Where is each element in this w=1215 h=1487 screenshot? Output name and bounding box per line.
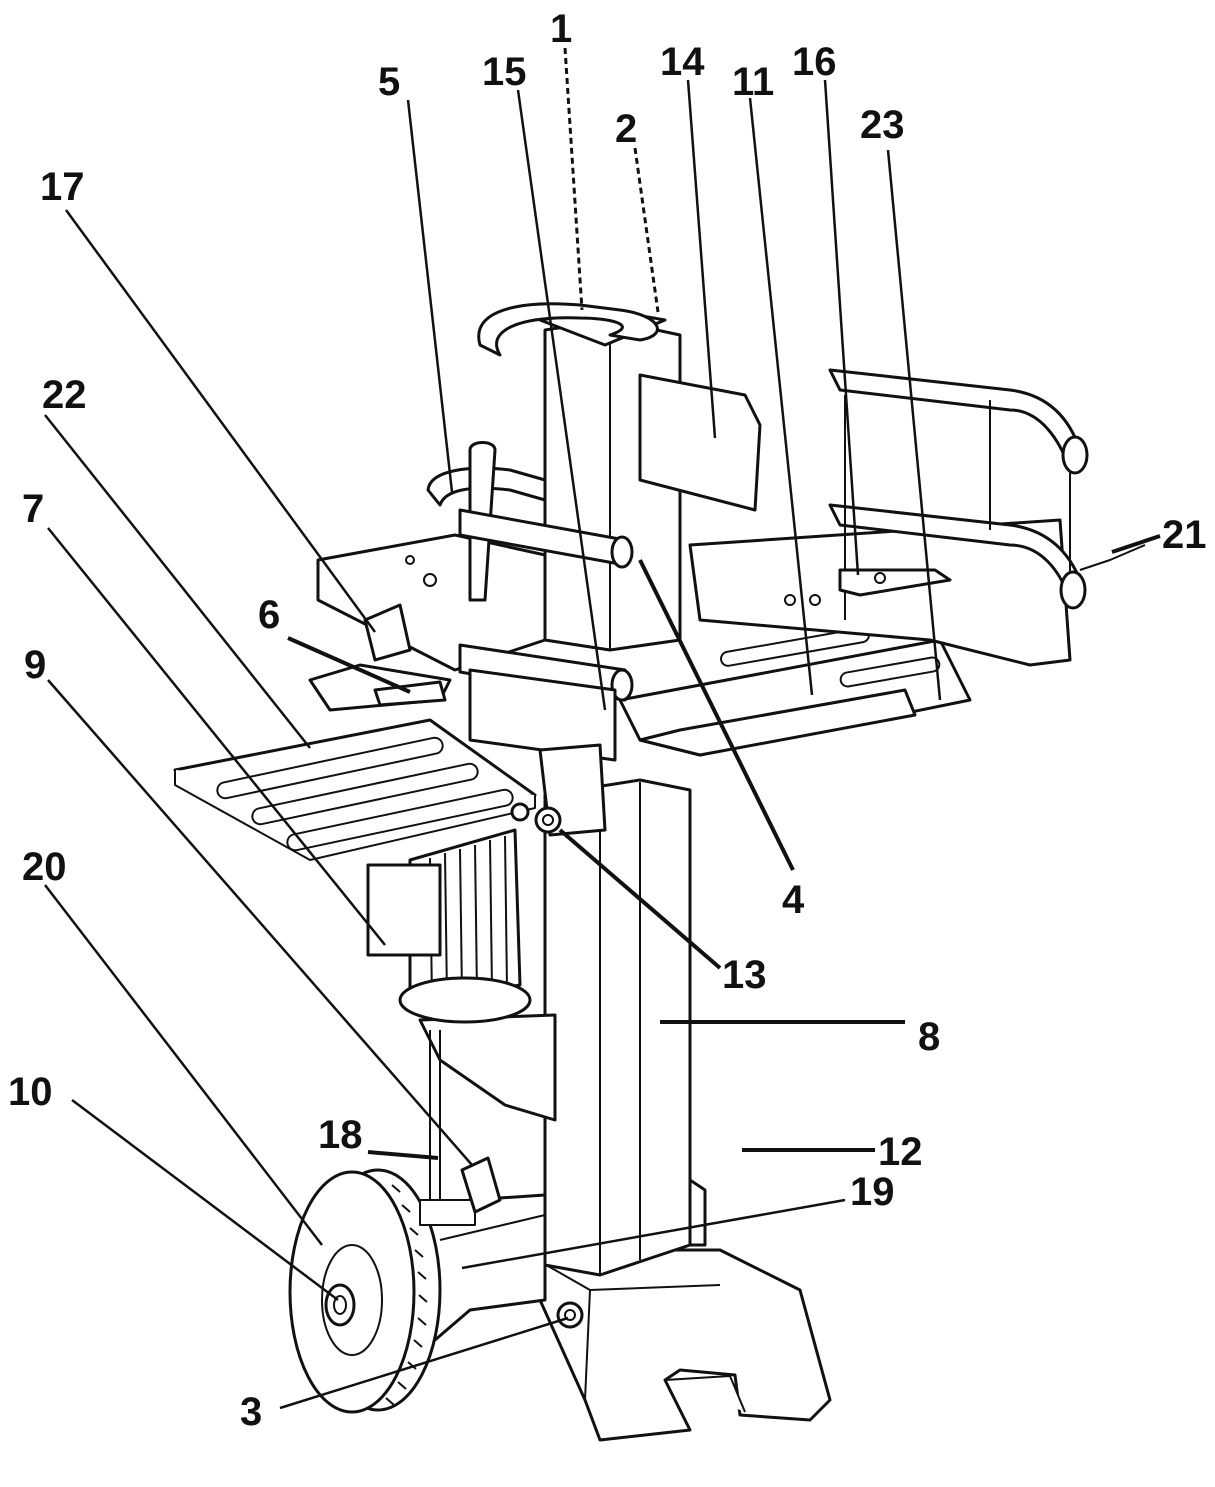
control-valve bbox=[363, 603, 412, 662]
callout-17: 17 bbox=[40, 165, 85, 209]
callout-19: 19 bbox=[850, 1170, 895, 1214]
right-frame bbox=[688, 368, 1146, 667]
oil-tank-bracket bbox=[418, 1013, 557, 1122]
callout-1: 1 bbox=[550, 7, 572, 51]
callout-15: 15 bbox=[482, 50, 527, 94]
callout-18: 18 bbox=[318, 1113, 363, 1157]
electric-motor bbox=[366, 828, 532, 1024]
callout-5: 5 bbox=[378, 60, 400, 104]
callout-8: 8 bbox=[918, 1015, 940, 1059]
splitting-wedge bbox=[638, 373, 762, 512]
callout-6: 6 bbox=[258, 593, 280, 637]
callout-7: 7 bbox=[22, 487, 44, 531]
callout-12: 12 bbox=[878, 1130, 923, 1174]
right-table bbox=[618, 627, 972, 757]
callout-14: 14 bbox=[660, 40, 705, 84]
callout-10: 10 bbox=[8, 1070, 53, 1114]
callout-13: 13 bbox=[722, 953, 767, 997]
base-foot bbox=[518, 1248, 832, 1442]
top-handle bbox=[477, 302, 659, 357]
column-bracket bbox=[510, 743, 607, 837]
control-handles bbox=[458, 508, 634, 762]
callout-21: 21 bbox=[1162, 513, 1207, 557]
callout-20: 20 bbox=[22, 845, 67, 889]
machine-drawing bbox=[173, 302, 1146, 1442]
callout-9: 9 bbox=[24, 643, 46, 687]
callout-23: 23 bbox=[860, 103, 905, 147]
callout-4: 4 bbox=[782, 878, 805, 922]
leader-lines bbox=[44, 47, 1161, 1410]
callout-2: 2 bbox=[615, 107, 637, 151]
wheel bbox=[288, 1168, 442, 1414]
callout-3: 3 bbox=[240, 1390, 262, 1434]
callout-16: 16 bbox=[792, 40, 837, 84]
oil-filler bbox=[460, 1156, 502, 1214]
main-column bbox=[543, 778, 692, 1277]
left-table bbox=[173, 718, 537, 861]
callout-11: 11 bbox=[732, 60, 774, 104]
callout-labels: 1 2 3 4 5 6 7 8 9 10 11 12 13 14 15 16 1… bbox=[8, 7, 1207, 1434]
callout-22: 22 bbox=[42, 373, 87, 417]
